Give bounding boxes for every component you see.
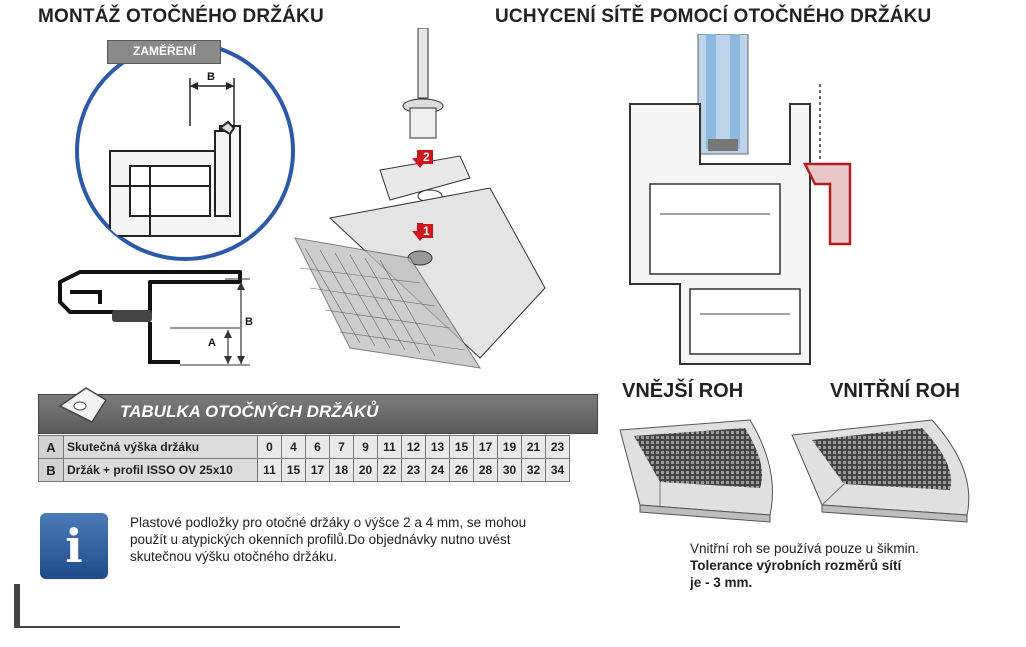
table-cell: 11 bbox=[377, 435, 402, 459]
info-icon: i bbox=[40, 513, 108, 579]
dimension-label-a: A bbox=[208, 337, 216, 349]
table-cell: 21 bbox=[521, 435, 546, 459]
table-row: A Skutečná výška držáku 0 4 6 7 9 11 12 … bbox=[38, 435, 570, 459]
step-label-2: 2 bbox=[420, 150, 433, 164]
detail-label-box bbox=[107, 40, 221, 64]
corner-note: Vnitřní roh se používá pouze u šikmin. T… bbox=[690, 540, 1010, 591]
table-cell: 19 bbox=[497, 435, 522, 459]
dimension-label-b-side: B bbox=[245, 316, 253, 328]
table-cell: 13 bbox=[425, 435, 450, 459]
info-text: Plastové podložky pro otočné držáky o vý… bbox=[130, 515, 527, 564]
table-cell: 30 bbox=[497, 458, 522, 482]
table-cell: 28 bbox=[473, 458, 498, 482]
table-cell: 12 bbox=[401, 435, 426, 459]
table-row: B Držák + profil ISSO OV 25x10 11 15 17 … bbox=[38, 458, 570, 482]
row-label: Držák + profil ISSO OV 25x10 bbox=[63, 458, 258, 482]
dimension-label-b-top: B bbox=[207, 71, 215, 83]
window-profile-section bbox=[629, 34, 852, 365]
row-key: A bbox=[38, 435, 64, 459]
step-label-1: 1 bbox=[420, 224, 433, 238]
table-cell: 17 bbox=[473, 435, 498, 459]
table-cell: 26 bbox=[449, 458, 474, 482]
mesh-holder-illustration bbox=[294, 28, 546, 369]
table-cell: 9 bbox=[353, 435, 378, 459]
table-cell: 4 bbox=[281, 435, 306, 459]
table-cell: 11 bbox=[257, 458, 282, 482]
measurement-detail-circle bbox=[75, 41, 295, 261]
row-key: B bbox=[38, 458, 64, 482]
table-cell: 24 bbox=[425, 458, 450, 482]
table-cell: 32 bbox=[521, 458, 546, 482]
table-cell: 15 bbox=[449, 435, 474, 459]
holder-profile-drawing bbox=[58, 270, 250, 366]
holders-table: A Skutečná výška držáku 0 4 6 7 9 11 12 … bbox=[38, 435, 570, 482]
heading-mounting: MONTÁŽ OTOČNÉHO DRŽÁKU bbox=[38, 6, 324, 27]
inner-corner-illustration bbox=[791, 419, 970, 523]
row-label: Skutečná výška držáku bbox=[63, 435, 258, 459]
table-cell: 23 bbox=[545, 435, 570, 459]
note-line-1: Vnitřní roh se používá pouze u šikmin. bbox=[690, 541, 919, 556]
table-cell: 20 bbox=[353, 458, 378, 482]
table-title: TABULKA OTOČNÝCH DRŽÁKŮ bbox=[120, 402, 379, 421]
table-cell: 22 bbox=[377, 458, 402, 482]
table-cell: 6 bbox=[305, 435, 330, 459]
table-header-bar bbox=[38, 394, 598, 434]
table-cell: 23 bbox=[401, 458, 426, 482]
table-cell: 17 bbox=[305, 458, 330, 482]
footer-line bbox=[14, 626, 400, 628]
table-cell: 0 bbox=[257, 435, 282, 459]
table-cell: 18 bbox=[329, 458, 354, 482]
heading-attachment: UCHYCENÍ SÍTĚ POMOCÍ OTOČNÉHO DRŽÁKU bbox=[495, 6, 932, 27]
table-cell: 34 bbox=[545, 458, 570, 482]
note-line-3: je - 3 mm. bbox=[690, 575, 753, 590]
footer-bar bbox=[14, 584, 20, 628]
corner-inner-title: VNITŘNÍ ROH bbox=[830, 380, 960, 402]
outer-corner-illustration bbox=[619, 419, 773, 523]
table-cell: 7 bbox=[329, 435, 354, 459]
table-cell: 15 bbox=[281, 458, 306, 482]
info-icon-letter: i bbox=[65, 519, 83, 573]
holder-icon bbox=[58, 387, 108, 423]
note-line-2: Tolerance výrobních rozměrů sítí bbox=[690, 558, 902, 573]
detail-label: ZAMĚŘENÍ bbox=[133, 44, 196, 58]
corner-outer-title: VNĚJŠÍ ROH bbox=[622, 380, 744, 402]
